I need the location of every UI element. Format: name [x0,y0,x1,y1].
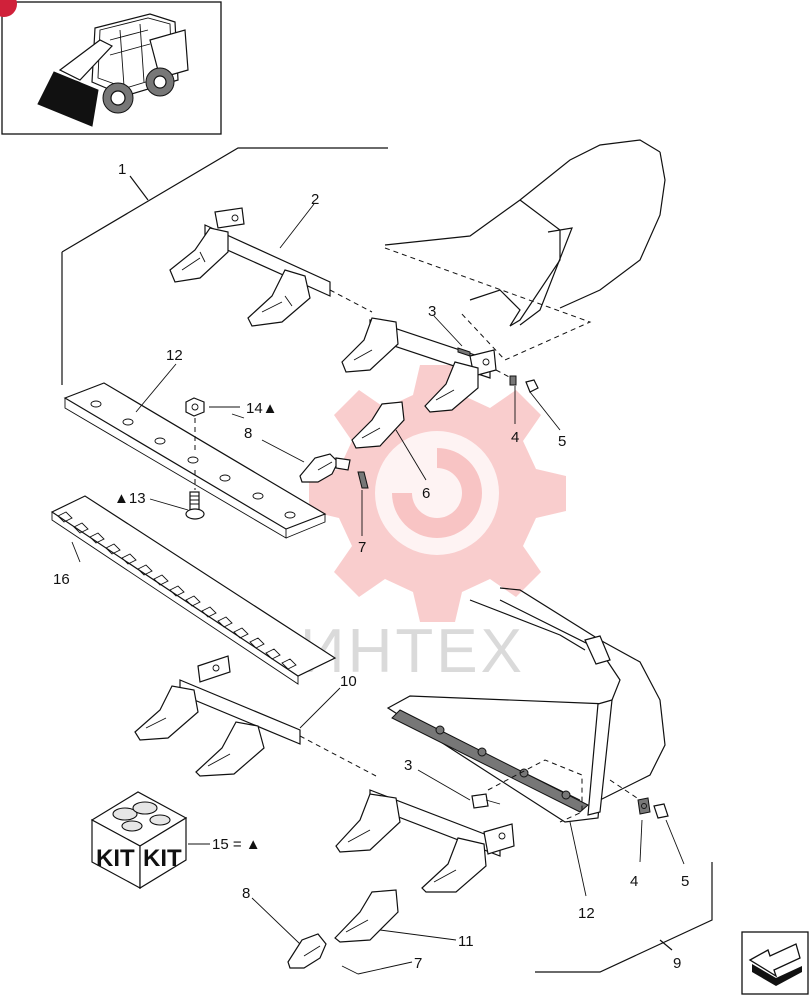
callout-7-lower: 7 [414,955,422,972]
callout-1: 1 [118,161,126,178]
back-arrow-icon[interactable] [741,931,809,995]
callout-10: 10 [340,673,357,690]
bracket-item-9 [535,862,713,973]
callout-13: ▲13 [114,490,146,507]
callout-6: 6 [422,485,430,502]
callout-5-upper: 5 [558,433,566,450]
badge-icon [0,0,17,17]
callout-14: 14▲ [246,400,278,417]
callout-8-upper: 8 [244,425,252,442]
callout-4-upper: 4 [511,429,519,446]
adapter-item-8-lower [287,933,359,975]
callout-3-upper: 3 [428,303,436,320]
tooth-bar-item-2 [169,207,373,327]
bolt-item-13 [185,470,205,520]
callout-labels: 1 2 3 4 5 6 7 8 12 14▲ ▲13 16 10 3 15 = … [53,161,689,972]
callout-12-lower: 12 [578,905,595,922]
tooth-item-6 [351,401,405,449]
kit-label-left: KIT [96,845,135,872]
adapter-item-8-upper [299,453,369,489]
callout-3-lower: 3 [404,757,412,774]
callout-15: 15 = ▲ [212,836,261,853]
tooth-bar-assembly-lower [335,789,515,893]
callout-5-lower: 5 [681,873,689,890]
leader-lines [71,203,685,975]
callout-2: 2 [311,191,319,208]
serrated-edge-item-16 [50,495,337,685]
tooth-bar-item-10 [134,655,377,777]
mounting-holes [90,400,296,519]
serrations [57,511,297,670]
watermark-text: ИНТЕХ [300,617,525,686]
callout-11: 11 [458,933,474,950]
kit-label-right: KIT [143,845,182,872]
callout-16: 16 [53,571,70,588]
callout-12-upper: 12 [166,347,183,364]
bucket-top-outline [384,139,666,361]
bucket-bottom [386,587,666,823]
bolt-washer-nut-upper [495,369,539,393]
bolt-washer-nut-lower [609,779,669,819]
kit-box-icon: KIT KIT [90,791,188,890]
bracket-item-1 [61,147,388,385]
callout-7-upper: 7 [358,539,366,556]
tooth-item-11 [334,889,399,943]
callout-8-lower: 8 [242,885,250,902]
callout-9: 9 [673,955,681,972]
tooth-bar-assembly-upper [341,317,497,413]
nut-item-14 [185,397,205,450]
cutting-edge-item-12-upper [63,382,327,539]
skid-steer-loader-icon [37,13,189,127]
callout-4-lower: 4 [630,873,638,890]
